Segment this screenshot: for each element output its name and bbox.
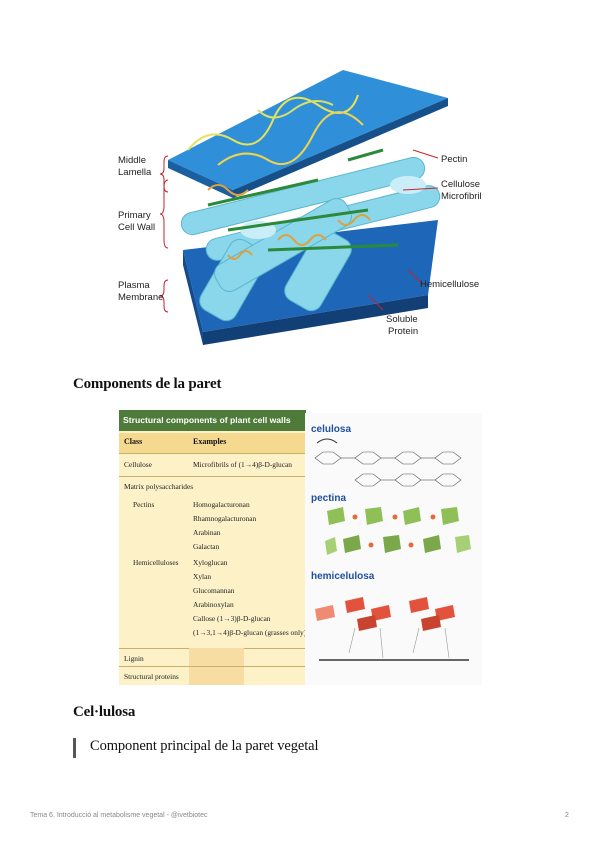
example-10: (1→3,1→4)β-D-glucan (grasses only) xyxy=(193,628,306,637)
example-7: Glucomannan xyxy=(193,586,235,595)
label-pectin: Pectin xyxy=(441,154,467,165)
table-title: Structural components of plant cell wall… xyxy=(119,410,306,431)
label-primary-wall-1: Primary xyxy=(118,210,151,221)
example-5: Xyloglucan xyxy=(193,558,228,567)
label-plasma-2: Membrane xyxy=(118,292,163,303)
quote-bar xyxy=(73,738,76,758)
label-soluble-2: Protein xyxy=(388,326,418,337)
cell-structural-proteins: Structural proteins xyxy=(124,672,179,681)
cell-cellulose-example: Microfibrils of (1→4)β-D-glucan xyxy=(193,460,292,469)
cell-cellulose-class: Cellulose xyxy=(124,460,152,469)
cell-lignin: Lignin xyxy=(124,654,144,663)
cell-hemicelluloses: Hemicelluloses xyxy=(133,558,179,567)
example-6: Xylan xyxy=(193,572,212,581)
example-2: Rhamnogalacturonan xyxy=(193,514,257,523)
label-pectina: pectina xyxy=(311,493,346,504)
polysaccharide-panel: celulosa pectina hemicelulosa xyxy=(305,413,482,685)
middle-lamella-shape xyxy=(168,70,448,190)
label-hemicelulosa: hemicelulosa xyxy=(311,571,375,582)
label-cellulose-1: Cellulose xyxy=(441,179,480,190)
label-soluble-1: Soluble xyxy=(386,314,418,325)
label-hemicellulose: Hemicellulose xyxy=(420,279,479,290)
footer-text: Tema 6. Introducció al metabolisme veget… xyxy=(30,812,208,819)
heading-components: Components de la paret xyxy=(73,376,222,392)
label-celulosa: celulosa xyxy=(311,424,351,435)
example-8: Arabinoxylan xyxy=(193,600,234,609)
example-9: Callose (1→3)β-D-glucan xyxy=(193,614,271,623)
col-class: Class xyxy=(124,437,143,446)
cell-wall-diagram: Middle Lamella Primary Cell Wall Plasma … xyxy=(118,70,482,345)
label-primary-wall-2: Cell Wall xyxy=(118,222,155,233)
label-middle-lamella-1: Middle xyxy=(118,155,146,166)
table-header: Class Examples xyxy=(119,433,306,454)
page-number: 2 xyxy=(565,812,569,819)
cell-matrix: Matrix polysaccharides xyxy=(124,482,194,491)
label-middle-lamella-2: Lamella xyxy=(118,167,152,178)
structural-components-table: Structural components of plant cell wall… xyxy=(119,410,306,685)
cell-pectins: Pectins xyxy=(133,500,155,509)
example-3: Arabinan xyxy=(193,528,221,537)
label-plasma-1: Plasma xyxy=(118,280,150,291)
heading-cellulosa: Cel·lulosa xyxy=(73,704,136,720)
col-examples: Examples xyxy=(193,437,227,446)
quote-text: Component principal de la paret vegetal xyxy=(90,738,319,754)
example-1: Homogalacturonan xyxy=(193,500,250,509)
example-4: Galactan xyxy=(193,542,220,551)
label-cellulose-2: Microfibril xyxy=(441,191,482,202)
